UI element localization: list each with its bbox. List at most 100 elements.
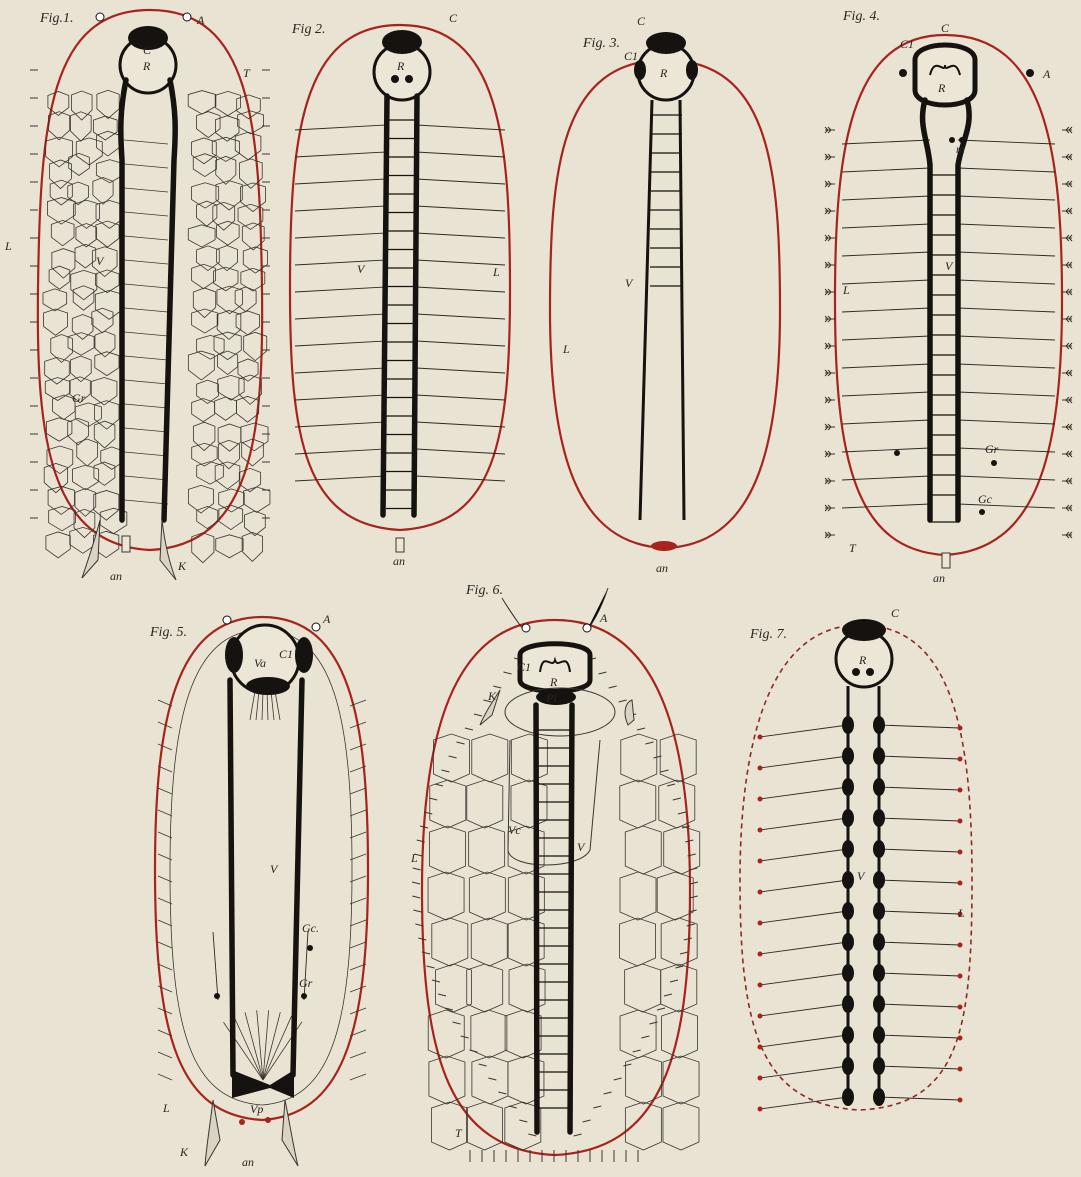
figure-4-label-L: L [842, 283, 850, 297]
figure-4-label-Gr: Gr [985, 442, 999, 456]
figure-7-lateral-nerve [879, 849, 960, 852]
figure-5-left-hook [205, 1100, 220, 1166]
figure-7-lateral-nerve [760, 880, 848, 892]
figure-5-red-spot-left [239, 1119, 245, 1125]
figure-7-lateral-end [758, 828, 763, 833]
figure-2-anal-tube [396, 538, 404, 552]
figure-6-label-Pl: Pl [545, 691, 557, 705]
figure-5-label-an: an [242, 1155, 254, 1169]
figure-5-label-A: A [322, 612, 331, 626]
figure-4-feather-bristle [1062, 262, 1072, 268]
figure-4-title: Fig. 4. [842, 9, 880, 24]
figure-6-label-R: R [549, 675, 558, 689]
figure-5-gland-right [301, 993, 307, 999]
figure-7-lateral-end [758, 797, 763, 802]
figure-2-ganglion-dot-left [391, 75, 399, 83]
figure-5-red-spot-right [265, 1117, 271, 1123]
figure-7-lateral-nerve [760, 1004, 848, 1016]
figure-7-lateral-end [958, 1036, 963, 1041]
figure-7-lateral-end [958, 974, 963, 979]
figure-7-lateral-nerve [760, 787, 848, 799]
figure-7-ganglion [873, 1088, 885, 1106]
figure-4-feather-bristle [1062, 343, 1072, 349]
figure-7-lateral-nerve [879, 756, 960, 759]
figure-4-gland-right [991, 460, 997, 466]
figure-7-lateral-end [758, 766, 763, 771]
figure-7-lateral-end [758, 952, 763, 957]
figure-7-lateral-nerve [760, 911, 848, 923]
figure-5-gland-left [214, 993, 220, 999]
figure-7-ganglion [873, 933, 885, 951]
figure-5-label-Gc: Gc. [302, 921, 319, 935]
figure-7-ganglion [842, 716, 854, 734]
figure-2-label-R: R [396, 59, 405, 73]
figure-7-segment-lines [758, 725, 963, 1112]
figure-4-ganglion-m-a [949, 137, 955, 143]
figure-6-right-antenna-pore [583, 624, 591, 632]
figure-6-bristle [413, 868, 421, 870]
figure-7-ganglion [842, 964, 854, 982]
figure-4-feather-bristle [825, 289, 835, 295]
figure-1-cell [245, 511, 266, 536]
figure-5-lateral-ganglion-right [295, 637, 313, 673]
figure-1-label-K: K [177, 559, 187, 573]
figure-7-ganglion [873, 1057, 885, 1075]
figure-5: Fig. 5. A Va C1 V Gc. Gr L Vp K an [149, 612, 368, 1169]
figure-6-label-A: A [599, 611, 608, 625]
figure-7-lateral-end [758, 1045, 763, 1050]
figure-1-label-an: an [110, 569, 122, 583]
figure-1-label-A: A [196, 13, 205, 27]
figure-3-label-R: R [659, 66, 668, 80]
figure-7-ganglion [842, 1026, 854, 1044]
figure-4: Fig. 4. C C1 R A m V L Gr Gc T an [825, 9, 1072, 585]
figure-1-cell [216, 535, 243, 558]
figure-4-feather-bristle [1062, 181, 1072, 187]
figure-7-lateral-nerve [879, 1066, 960, 1069]
figure-6-bristle [690, 882, 698, 884]
figure-7-ganglion [873, 1026, 885, 1044]
figure-7-ganglion [873, 902, 885, 920]
figure-5-ventral-ganglion-anterior [246, 677, 290, 695]
figure-4-nerve-ring [915, 45, 975, 105]
figure-2-label-L: L [492, 265, 500, 279]
figure-6-cell [663, 1102, 699, 1150]
figure-2-right-cord [414, 96, 417, 515]
figure-5-label-L: L [162, 1101, 170, 1115]
figure-7-ganglion [873, 995, 885, 1013]
figure-7: Fig. 7. C R V L [740, 606, 972, 1112]
figure-4-feather-bristle [1062, 316, 1072, 322]
figure-4-gland-left [894, 450, 900, 456]
figure-3-anal-spot [651, 541, 677, 551]
figure-7-lateral-end [958, 788, 963, 793]
figure-4-anal-tube [942, 553, 950, 568]
figure-6: Fig. 6. A C1 R K Pl Vc V L T [410, 583, 700, 1162]
figure-5-label-Va: Va [254, 656, 266, 670]
figure-5-label-K: K [179, 1145, 189, 1159]
figure-7-lateral-nerve [760, 818, 848, 830]
figure-2-cerebral-ganglion [382, 30, 422, 54]
figure-7-lateral-nerve [760, 973, 848, 985]
figure-1-cell [49, 506, 76, 530]
figure-4-feather-bristle [825, 424, 835, 430]
figure-4-feather-bristle [1062, 397, 1072, 403]
figure-7-ganglion [873, 840, 885, 858]
figure-4-feather-bristle [825, 127, 835, 133]
figure-5-nerve-branch [158, 1052, 172, 1058]
figure-3-lateral-ganglion-right [686, 60, 698, 80]
figure-4-feather-bristle [1062, 154, 1072, 160]
figure-7-lateral-end [958, 850, 963, 855]
figure-6-label-L: L [410, 851, 418, 865]
figure-7-ganglion [842, 809, 854, 827]
figure-4-label-A: A [1042, 67, 1051, 81]
figure-4-feather-bristle [825, 532, 835, 538]
figure-5-left-cord [230, 680, 233, 1075]
figure-4-left-antenna-pore [899, 69, 907, 77]
figure-4-feather-bristle [1062, 208, 1072, 214]
figure-7-ganglion [842, 902, 854, 920]
figure-7-lateral-end [758, 859, 763, 864]
figure-7-lateral-end [758, 1014, 763, 1019]
figure-7-lateral-end [958, 1067, 963, 1072]
figure-7-lateral-nerve [879, 818, 960, 821]
figure-4-feather-bristle [1062, 451, 1072, 457]
figure-7-lateral-nerve [879, 1004, 960, 1007]
